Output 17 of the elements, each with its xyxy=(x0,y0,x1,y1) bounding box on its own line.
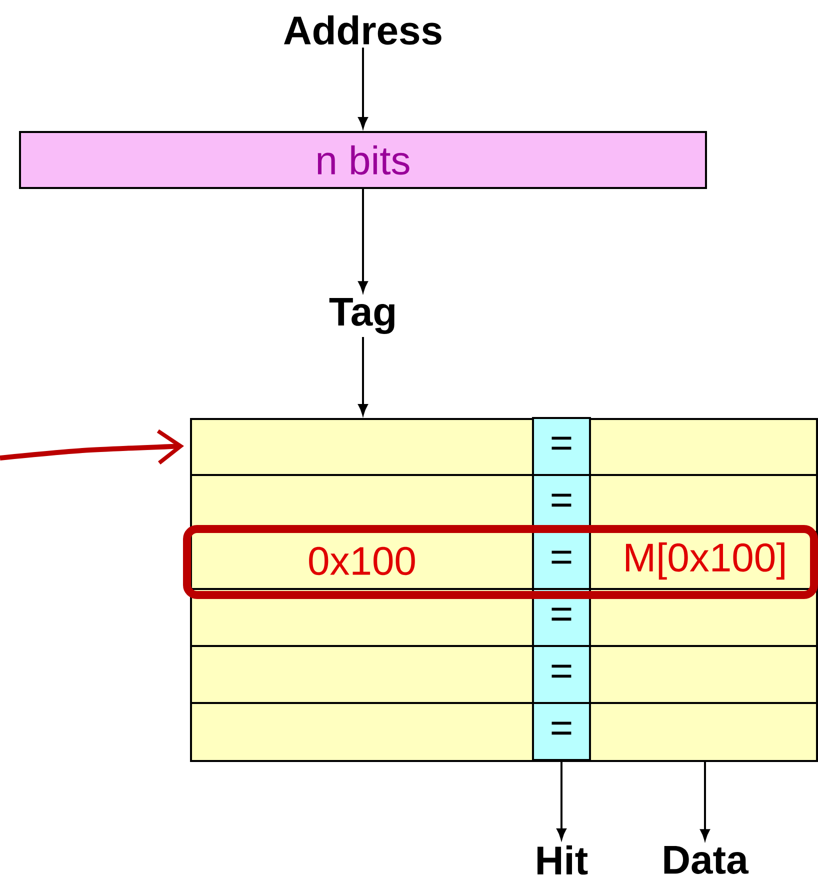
arrow xyxy=(0,429,184,465)
comparator-cell: = xyxy=(532,417,591,476)
arrow xyxy=(358,336,368,416)
data-value: M[0x100] xyxy=(626,542,784,580)
label-text: Tag xyxy=(329,298,394,334)
arrow xyxy=(556,761,566,840)
arrow xyxy=(358,48,368,128)
arrow xyxy=(700,762,710,840)
label-text: Address xyxy=(284,15,442,45)
comparator-cell: = xyxy=(532,702,591,761)
address-bits-bar: n bits xyxy=(19,131,707,189)
label-text: Hit xyxy=(538,845,588,875)
arrow xyxy=(358,189,368,292)
tag-value: 0x100 xyxy=(309,546,415,576)
label-text: Data xyxy=(664,846,749,874)
comparator-cell: = xyxy=(532,645,591,704)
comparator-cell: = xyxy=(532,531,591,590)
